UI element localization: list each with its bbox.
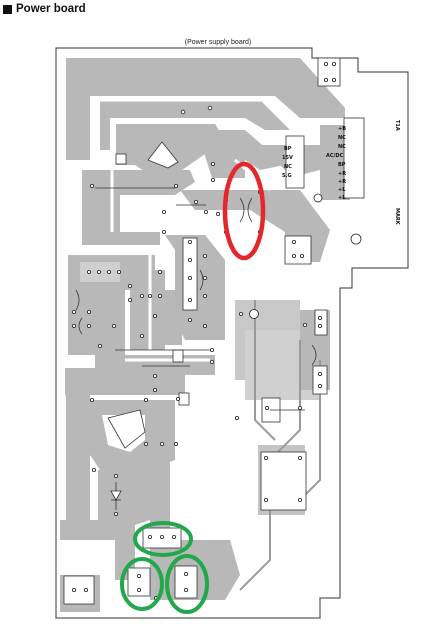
- pin-label: BP: [284, 146, 292, 152]
- heading-marker: [3, 4, 12, 14]
- pin-label: AC/DC: [326, 153, 344, 159]
- copper-traces: [60, 58, 350, 612]
- pin-label: +R: [338, 171, 346, 177]
- components: [63, 57, 365, 605]
- pin-label: NC: [338, 135, 346, 141]
- jumpers: [95, 187, 305, 411]
- pin-label: NC: [338, 144, 346, 150]
- pin-label: +R: [338, 179, 346, 185]
- green-highlight-ellipse-top: [133, 521, 193, 557]
- board-subtitle: (Power supply board): [185, 39, 252, 46]
- pin-label: BP: [338, 162, 346, 168]
- isolation-gaps: [90, 98, 301, 470]
- right-connector-labels: +B NC AC/DC NC BP +R +R +L +L: [326, 126, 346, 201]
- connector-name: T1A: [394, 120, 400, 131]
- green-highlight-ellipse-right: [165, 554, 209, 614]
- coil-loops: [75, 197, 317, 366]
- diode-symbol: [110, 482, 122, 510]
- pin-label: S.G: [282, 173, 292, 179]
- pin-label: +B: [338, 126, 346, 132]
- red-highlight-ellipse: [222, 161, 266, 261]
- section-heading: Power board: [3, 2, 86, 16]
- left-connector-labels: BP 15V NC S.G: [282, 146, 293, 179]
- pin-label: NC: [284, 164, 292, 170]
- heatsink-upper: [147, 141, 179, 169]
- pin-label: 15V: [282, 155, 293, 161]
- pin-label: +L: [338, 195, 346, 201]
- pin-label: +L: [338, 187, 346, 193]
- mark-label: MARK: [394, 208, 400, 226]
- green-highlight-ellipse-left: [120, 557, 164, 611]
- heading-title: Power board: [16, 3, 86, 15]
- heatsink-lower: [107, 409, 146, 449]
